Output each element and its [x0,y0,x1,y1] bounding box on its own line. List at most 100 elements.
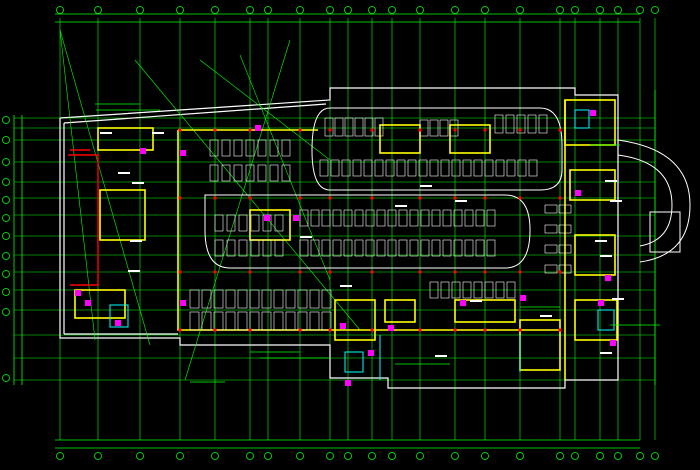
text-annotation [132,182,144,184]
column-marker [453,328,457,332]
parking-bay [319,159,329,177]
parking-bay [341,159,351,177]
parking-bay [354,209,364,227]
parking-bay [285,289,296,309]
column-marker [328,128,332,132]
column-marker [453,270,457,274]
parking-bay [475,239,485,257]
parking-bay [237,289,248,309]
grid-bubble-bottom [556,452,564,460]
parking-bay [495,159,505,177]
parking-bay [281,164,291,182]
grid-bubble-bottom [326,452,334,460]
parking-bay [213,289,224,309]
parking-bay [431,209,441,227]
parking-bay [321,239,331,257]
door-marker [368,350,374,356]
parking-bay [343,239,353,257]
grid-bubble-bottom [571,452,579,460]
door-marker [520,295,526,301]
column-marker [248,128,252,132]
column-marker [328,270,332,274]
parking-bay [473,159,483,177]
grid-bubble-left [2,374,10,382]
parking-bay [324,117,334,137]
parking-bay [214,214,224,232]
parking-bay [310,239,320,257]
parking-bay [494,114,504,134]
parking-bay [332,209,342,227]
parking-bay [473,281,483,299]
red-boundary-lines [68,149,99,286]
door-marker [598,300,604,306]
parking-bay [462,281,472,299]
grid-bubble-bottom [368,452,376,460]
text-annotations [100,132,624,357]
grid-bubble-bottom [246,452,254,460]
column-marker [518,328,522,332]
parking-bay [365,209,375,227]
column-marker [298,128,302,132]
parking-bay [516,114,526,134]
door-marker [340,323,346,329]
parking-bay [233,164,243,182]
parking-bay [262,239,272,257]
grid-bubble-top [388,6,396,14]
grid-axis-bubbles [2,6,659,460]
column-marker [418,270,422,274]
column-marker [248,270,252,274]
parking-bay [261,289,272,309]
parking-bay [213,311,224,331]
parking-bays [189,114,572,331]
parking-bay [261,311,272,331]
parking-bay [439,119,449,137]
parking-bay [429,119,439,137]
door-marker [180,300,186,306]
grid-bubble-bottom [56,452,64,460]
grid-bubble-left [2,252,10,260]
parking-bay [538,114,548,134]
grid-bubble-bottom [636,452,644,460]
column-marker [558,270,562,274]
parking-bay [352,159,362,177]
grid-bubble-bottom [136,452,144,460]
grid-bubble-top [246,6,254,14]
grid-bubble-top [416,6,424,14]
grid-bubble-bottom [94,452,102,460]
column-marker [178,328,182,332]
parking-bay [201,289,212,309]
parking-bay [332,239,342,257]
parking-bay [189,311,200,331]
grid-bubble-top [636,6,644,14]
grid-bubble-top [136,6,144,14]
grid-bubble-top [614,6,622,14]
grid-bubble-bottom [176,452,184,460]
parking-bay [464,239,474,257]
grid-bubble-bottom [596,452,604,460]
parking-bay [505,114,515,134]
column-marker [213,196,217,200]
column-marker [298,270,302,274]
parking-bay [429,159,439,177]
column-marker [483,196,487,200]
parking-bay [221,139,231,157]
parking-bay [238,239,248,257]
grid-bubble-bottom [264,452,272,460]
parking-bay [374,159,384,177]
column-marker [518,128,522,132]
parking-bay [398,209,408,227]
text-annotation [128,270,140,272]
text-annotation [340,285,352,287]
grid-bubble-top [368,6,376,14]
parking-bay [334,117,344,137]
column-marker [370,196,374,200]
parking-bay [214,239,224,257]
column-marker [370,328,374,332]
door-marker [460,300,466,306]
parking-bay [354,117,364,137]
grid-bubble-top [94,6,102,14]
parking-bay [343,209,353,227]
parking-bay [442,239,452,257]
